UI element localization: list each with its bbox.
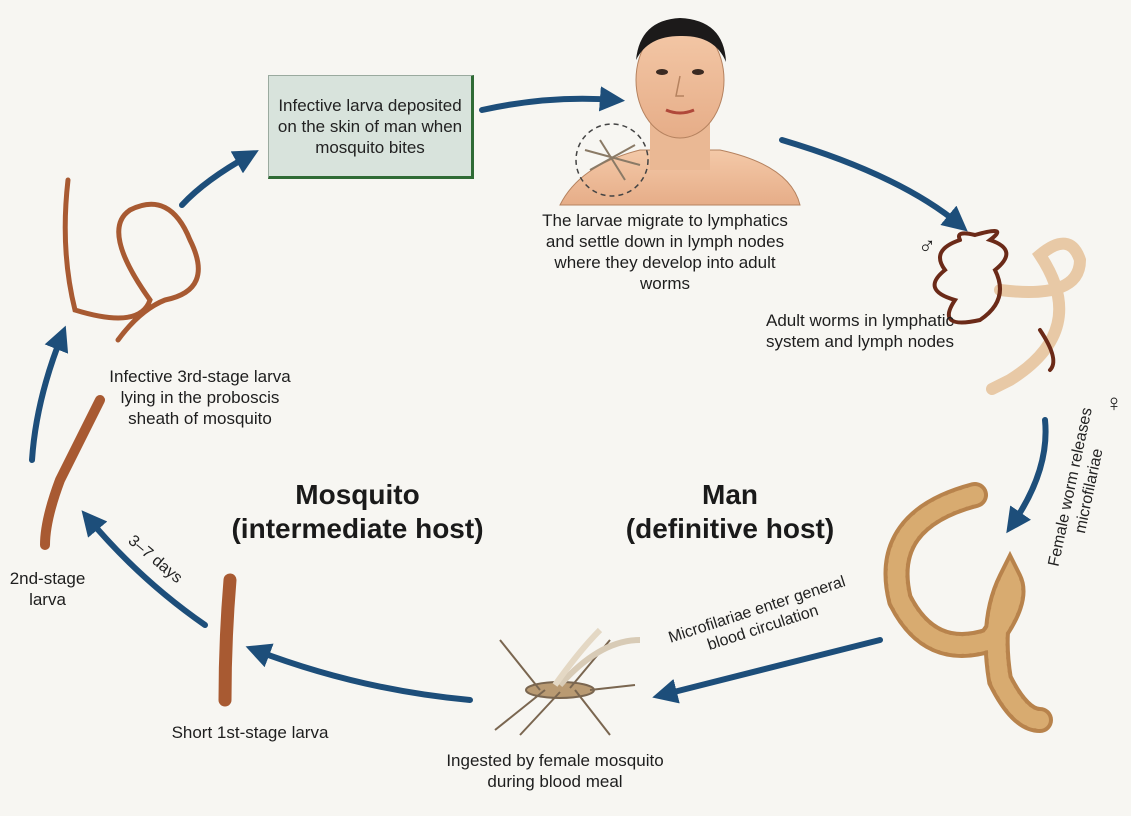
arrow-third-stage-to-box — [182, 155, 250, 205]
arrow-second-to-third-stage — [32, 335, 62, 460]
third-stage-label: Infective 3rd-stage larva lying in the p… — [100, 366, 300, 429]
arrow-mosquito-to-first-stage — [255, 650, 470, 700]
male-symbol: ♂ — [912, 236, 942, 257]
ingested-label: Ingested by female mosquito during blood… — [440, 750, 670, 792]
infective-larva-text: Infective larva deposited on the skin of… — [269, 95, 471, 158]
first-stage-label: Short 1st-stage larva — [160, 722, 340, 743]
arrow-box-to-man — [482, 99, 615, 110]
arrow-first-to-second-stage — [88, 518, 205, 625]
second-stage-label: 2nd-stage larva — [0, 568, 95, 610]
man-host-title: Man (definitive host) — [600, 478, 860, 546]
man-host-line1: Man — [600, 478, 860, 512]
infective-larva-box: Infective larva deposited on the skin of… — [268, 75, 474, 179]
arrow-worms-to-microfilariae — [1012, 420, 1046, 525]
man-illustration — [560, 18, 800, 205]
man-host-line2: (definitive host) — [600, 512, 860, 546]
mosquito-illustration — [495, 630, 640, 735]
mosquito-host-title: Mosquito (intermediate host) — [205, 478, 510, 546]
third-stage-larva — [65, 180, 198, 340]
migrate-label: The larvae migrate to lymphatics and set… — [530, 210, 800, 294]
mosquito-host-line2: (intermediate host) — [205, 512, 510, 546]
mosquito-host-line1: Mosquito — [205, 478, 510, 512]
arrow-man-to-worms — [782, 140, 960, 225]
female-symbol: ♀ — [1100, 393, 1128, 414]
first-stage-larva — [225, 580, 230, 700]
adult-worms-label: Adult worms in lymphatic system and lymp… — [760, 310, 960, 352]
female-worm-illustration — [897, 495, 1040, 720]
